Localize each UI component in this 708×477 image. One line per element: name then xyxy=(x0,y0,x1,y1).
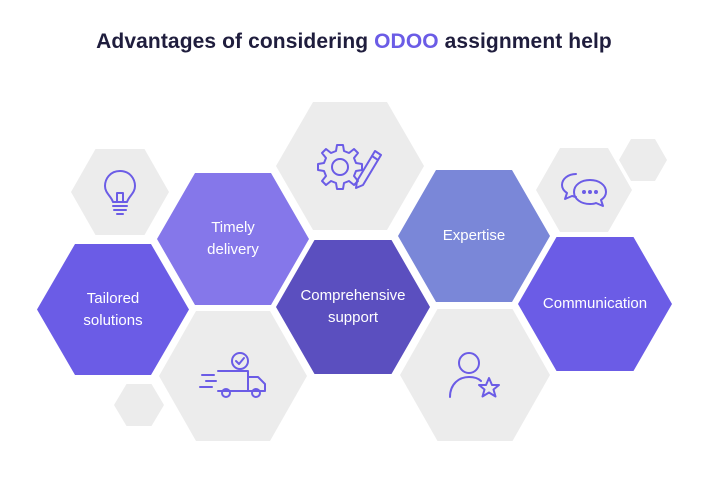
hex-timely-delivery: Timely delivery xyxy=(157,173,309,305)
decorative-hex-small-top-right xyxy=(619,139,667,181)
lightbulb-icon xyxy=(100,167,140,217)
title-prefix: Advantages of considering xyxy=(96,30,375,53)
label-tailored-solutions: Tailored solutions xyxy=(83,289,143,329)
user-star-icon xyxy=(447,350,503,400)
hex-truck xyxy=(159,311,307,441)
hex-user-star xyxy=(400,309,550,441)
delivery-truck-icon xyxy=(198,351,268,401)
hex-communication: Communication xyxy=(518,237,672,371)
label-comprehensive-support: Comprehensive support xyxy=(300,287,406,326)
hex-gear-pencil xyxy=(276,102,424,230)
label-timely-delivery: Timely delivery xyxy=(207,219,259,258)
page-title: Advantages of considering ODOO assignmen… xyxy=(0,30,708,54)
gear-pencil-icon xyxy=(317,141,383,191)
title-highlight: ODOO xyxy=(374,30,439,53)
hex-expertise: Expertise xyxy=(398,170,550,302)
hex-lightbulb xyxy=(71,149,169,235)
decorative-hex-small-bottom-left xyxy=(114,384,164,426)
hex-chat xyxy=(536,148,632,232)
title-suffix: assignment help xyxy=(438,30,612,53)
label-communication: Communication xyxy=(542,295,648,312)
hex-tailored-solutions: Tailored solutions xyxy=(37,244,189,375)
chat-bubbles-icon xyxy=(560,170,608,210)
hex-comprehensive-support: Comprehensive support xyxy=(276,240,430,374)
label-expertise: Expertise xyxy=(442,227,506,244)
